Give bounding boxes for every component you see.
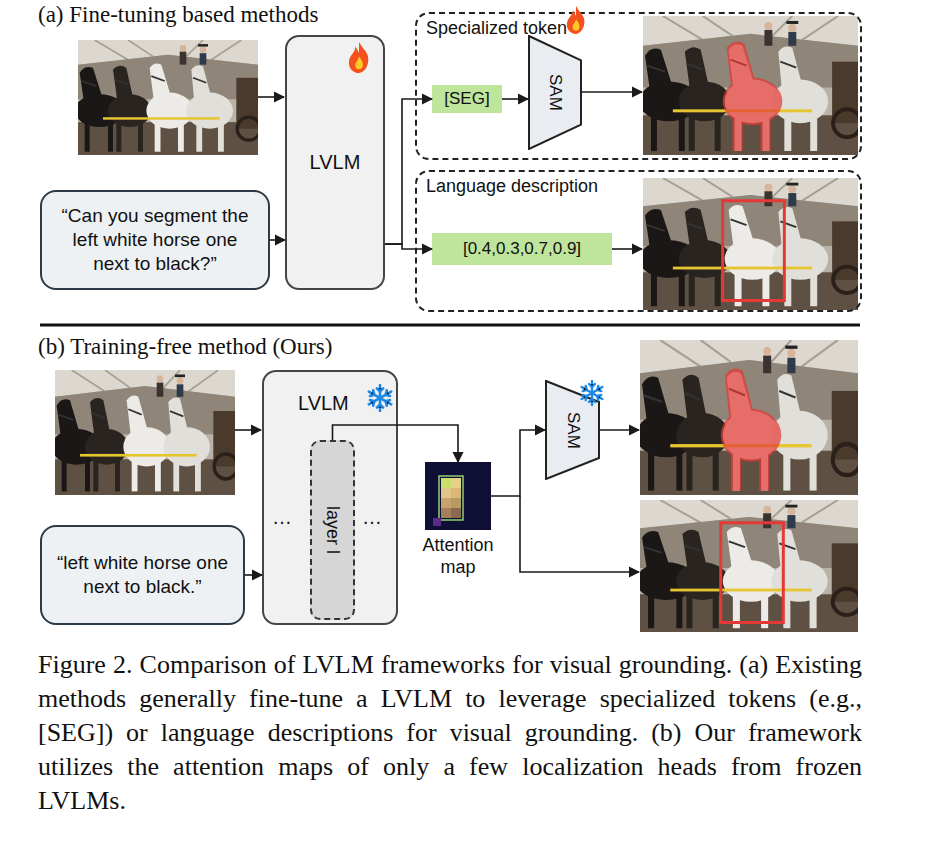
trapezoid-shape: [529, 36, 581, 149]
ellipsis-mark: …: [272, 506, 292, 529]
node-text: Specialized token: [426, 18, 567, 39]
illustration-part: [639, 16, 861, 155]
illustration-part: [439, 476, 463, 520]
connector-arrow: [385, 244, 432, 249]
trapezoid-shape: [546, 381, 599, 479]
model-box: LVLM: [285, 35, 385, 290]
illustration-part: [451, 488, 461, 498]
trainable-icon: [567, 6, 585, 34]
trainable-icon: [349, 42, 369, 73]
illustration-part: [639, 178, 861, 310]
query-box: “left white horse one next to black.”: [40, 525, 245, 625]
illustration-part: [727, 42, 757, 100]
node-text: Attention map: [403, 534, 513, 578]
illustration-part: [433, 518, 441, 526]
illustration-part: [723, 201, 785, 301]
illustration-part: [451, 508, 461, 518]
node-text: layer l: [322, 506, 343, 554]
attention-heatmap: [425, 462, 491, 530]
token-box: [0.4,0.3,0.7,0.9]: [432, 233, 612, 265]
illustration-part: [520, 496, 639, 572]
output-photo-box: [636, 500, 861, 632]
model-box: LVLM layer l: [262, 370, 398, 625]
node-text: “left white horse one next to black.”: [54, 551, 231, 599]
group-box: Language description [0.4,0.3,0.7,0.9]: [415, 170, 862, 312]
illustration-part: [441, 488, 451, 498]
figure-caption: Figure 2. Comparison of LVLM frameworks …: [38, 648, 862, 818]
illustration-part: [636, 340, 861, 495]
node-text: LVLM: [298, 392, 349, 415]
node-text: LVLM: [310, 151, 361, 174]
illustration-part: [441, 498, 451, 508]
connector-arrow: [270, 239, 285, 241]
output-photo-mask: [636, 340, 861, 495]
illustration-part: [52, 370, 238, 495]
illustration-part: [441, 508, 451, 518]
illustration-part: [75, 40, 261, 155]
illustration-part: [723, 42, 783, 151]
decoder-trapezoid: SAM: [545, 380, 600, 480]
illustration-part: [721, 369, 782, 491]
input-photo: [52, 370, 238, 495]
illustration-part: [636, 500, 861, 632]
illustration-part: [639, 16, 861, 155]
illustration-part: [636, 340, 861, 495]
illustration-part: [441, 478, 451, 488]
illustration-part: [721, 523, 784, 623]
section-heading: (a) Fine-tuning based methods: [38, 2, 318, 28]
illustration-part: [612, 248, 642, 250]
illustration-part: [258, 96, 284, 98]
illustration-part: [725, 369, 755, 433]
layer-box: layer l: [310, 440, 355, 620]
illustration-part: [451, 478, 461, 488]
node-text: SAM: [545, 380, 600, 480]
section-heading: (b) Training-free method (Ours): [38, 334, 332, 360]
node-text: [SEG]: [444, 89, 489, 109]
illustration-part: [759, 451, 769, 491]
decoder-trapezoid: SAM: [528, 35, 582, 150]
illustration-part: [582, 91, 642, 93]
node-text: [0.4,0.3,0.7,0.9]: [463, 239, 581, 259]
connector-arrow: [245, 574, 262, 576]
connector-arrow: [333, 425, 459, 462]
connector-arrow: [491, 430, 545, 496]
output-photo-mask: [639, 16, 861, 155]
node-text: “Can you segment the left white horse on…: [54, 204, 256, 276]
frozen-icon: [582, 381, 603, 405]
node-text: Language description: [426, 176, 598, 197]
illustration-part: [75, 40, 261, 155]
token-box: [SEG]: [432, 85, 502, 113]
connector-arrow: [502, 98, 528, 100]
section-divider: [40, 324, 860, 327]
illustration-part: [52, 370, 238, 495]
ellipsis-mark: …: [362, 506, 382, 529]
illustration-part: [235, 429, 261, 431]
query-box: “Can you segment the left white horse on…: [40, 190, 270, 290]
illustration-part: [600, 429, 639, 431]
illustration-part: [731, 451, 741, 491]
output-photo-box: [639, 178, 861, 310]
illustration-part: [760, 115, 770, 151]
attention-map: Attention map: [425, 462, 491, 530]
illustration-part: [733, 115, 743, 151]
frozen-icon: [369, 385, 391, 411]
node-text: SAM: [528, 35, 582, 150]
group-box: Specialized token [SEG] SAM: [415, 12, 862, 160]
illustration-part: [639, 178, 861, 310]
input-photo: [75, 40, 261, 155]
connector-arrow: [385, 99, 432, 244]
illustration-part: [636, 500, 861, 632]
illustration-part: [425, 462, 491, 530]
illustration-part: [451, 498, 461, 508]
